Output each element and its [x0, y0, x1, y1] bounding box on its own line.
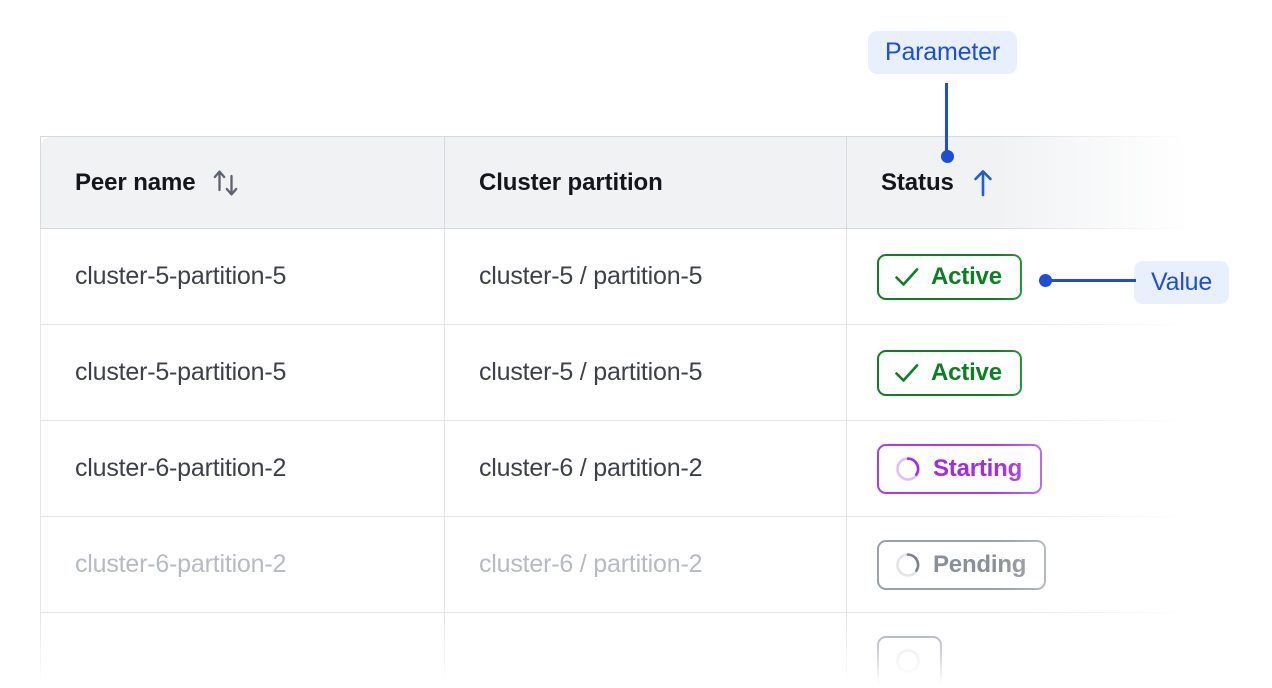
status-badge-active: Active: [877, 349, 1022, 396]
check-icon: [894, 266, 920, 288]
sort-both-icon[interactable]: [212, 168, 240, 198]
status-badge-label: Starting: [933, 454, 1023, 482]
cell-peer-name: cluster-5-partition-5: [40, 228, 445, 325]
annotation-connector-value: [1050, 279, 1136, 282]
table-body: cluster-5-partition-5 cluster-5 / partit…: [40, 228, 1192, 688]
cell-peer-name: cluster-6-partition-2: [40, 420, 445, 517]
table-row[interactable]: cluster-5-partition-5 cluster-5 / partit…: [40, 228, 1192, 325]
column-header-peer-name-label: Peer name: [75, 168, 196, 196]
spinner-icon: [894, 551, 922, 579]
table-header: Peer name: [40, 136, 1192, 229]
status-badge-active: Active: [877, 253, 1022, 300]
cell-cluster-partition: [444, 612, 847, 688]
annotation-badge-parameter: Parameter: [868, 31, 1017, 74]
spinner-icon: [894, 455, 922, 483]
column-header-peer-name[interactable]: Peer name: [40, 136, 445, 229]
cell-status: Active: [846, 228, 1192, 325]
check-icon: [894, 362, 920, 384]
sort-ascending-icon[interactable]: [970, 168, 996, 198]
annotation-dot-parameter: [941, 150, 954, 163]
spinner-icon: [894, 647, 922, 675]
peers-table-container: Peer name: [40, 136, 1192, 688]
status-badge-pending: Pending: [877, 539, 1047, 590]
cell-status: Pending: [846, 516, 1192, 613]
table-row[interactable]: cluster-6-partition-2 cluster-6 / partit…: [40, 420, 1192, 517]
status-badge-label: Pending: [933, 550, 1027, 578]
cell-cluster-partition: cluster-5 / partition-5: [444, 324, 847, 421]
status-badge-label: Active: [931, 358, 1002, 386]
cell-status: Active: [846, 324, 1192, 421]
cell-cluster-partition: cluster-6 / partition-2: [444, 420, 847, 517]
status-badge-starting: Starting: [877, 443, 1043, 494]
cell-cluster-partition: cluster-5 / partition-5: [444, 228, 847, 325]
column-header-cluster-partition-label: Cluster partition: [479, 168, 663, 196]
annotation-dot-value: [1039, 274, 1052, 287]
column-header-cluster-partition[interactable]: Cluster partition: [444, 136, 847, 229]
peers-table: Peer name: [40, 136, 1192, 688]
cell-status: Starting: [846, 420, 1192, 517]
table-row[interactable]: cluster-5-partition-5 cluster-5 / partit…: [40, 324, 1192, 421]
cell-peer-name: cluster-6-partition-2: [40, 516, 445, 613]
header-row: Peer name: [40, 136, 1192, 229]
table-row[interactable]: cluster-6-partition-2 cluster-6 / partit…: [40, 516, 1192, 613]
status-badge-label: Active: [931, 262, 1002, 290]
cell-cluster-partition: cluster-6 / partition-2: [444, 516, 847, 613]
annotation-connector-parameter: [945, 83, 948, 158]
column-header-status[interactable]: Status: [846, 136, 1192, 229]
table-row[interactable]: [40, 612, 1192, 688]
cell-peer-name: [40, 612, 445, 688]
column-header-status-label: Status: [881, 168, 954, 196]
cell-peer-name: cluster-5-partition-5: [40, 324, 445, 421]
status-badge-partial: [877, 635, 942, 686]
cell-status: [846, 612, 1192, 688]
annotation-badge-value: Value: [1134, 261, 1230, 304]
